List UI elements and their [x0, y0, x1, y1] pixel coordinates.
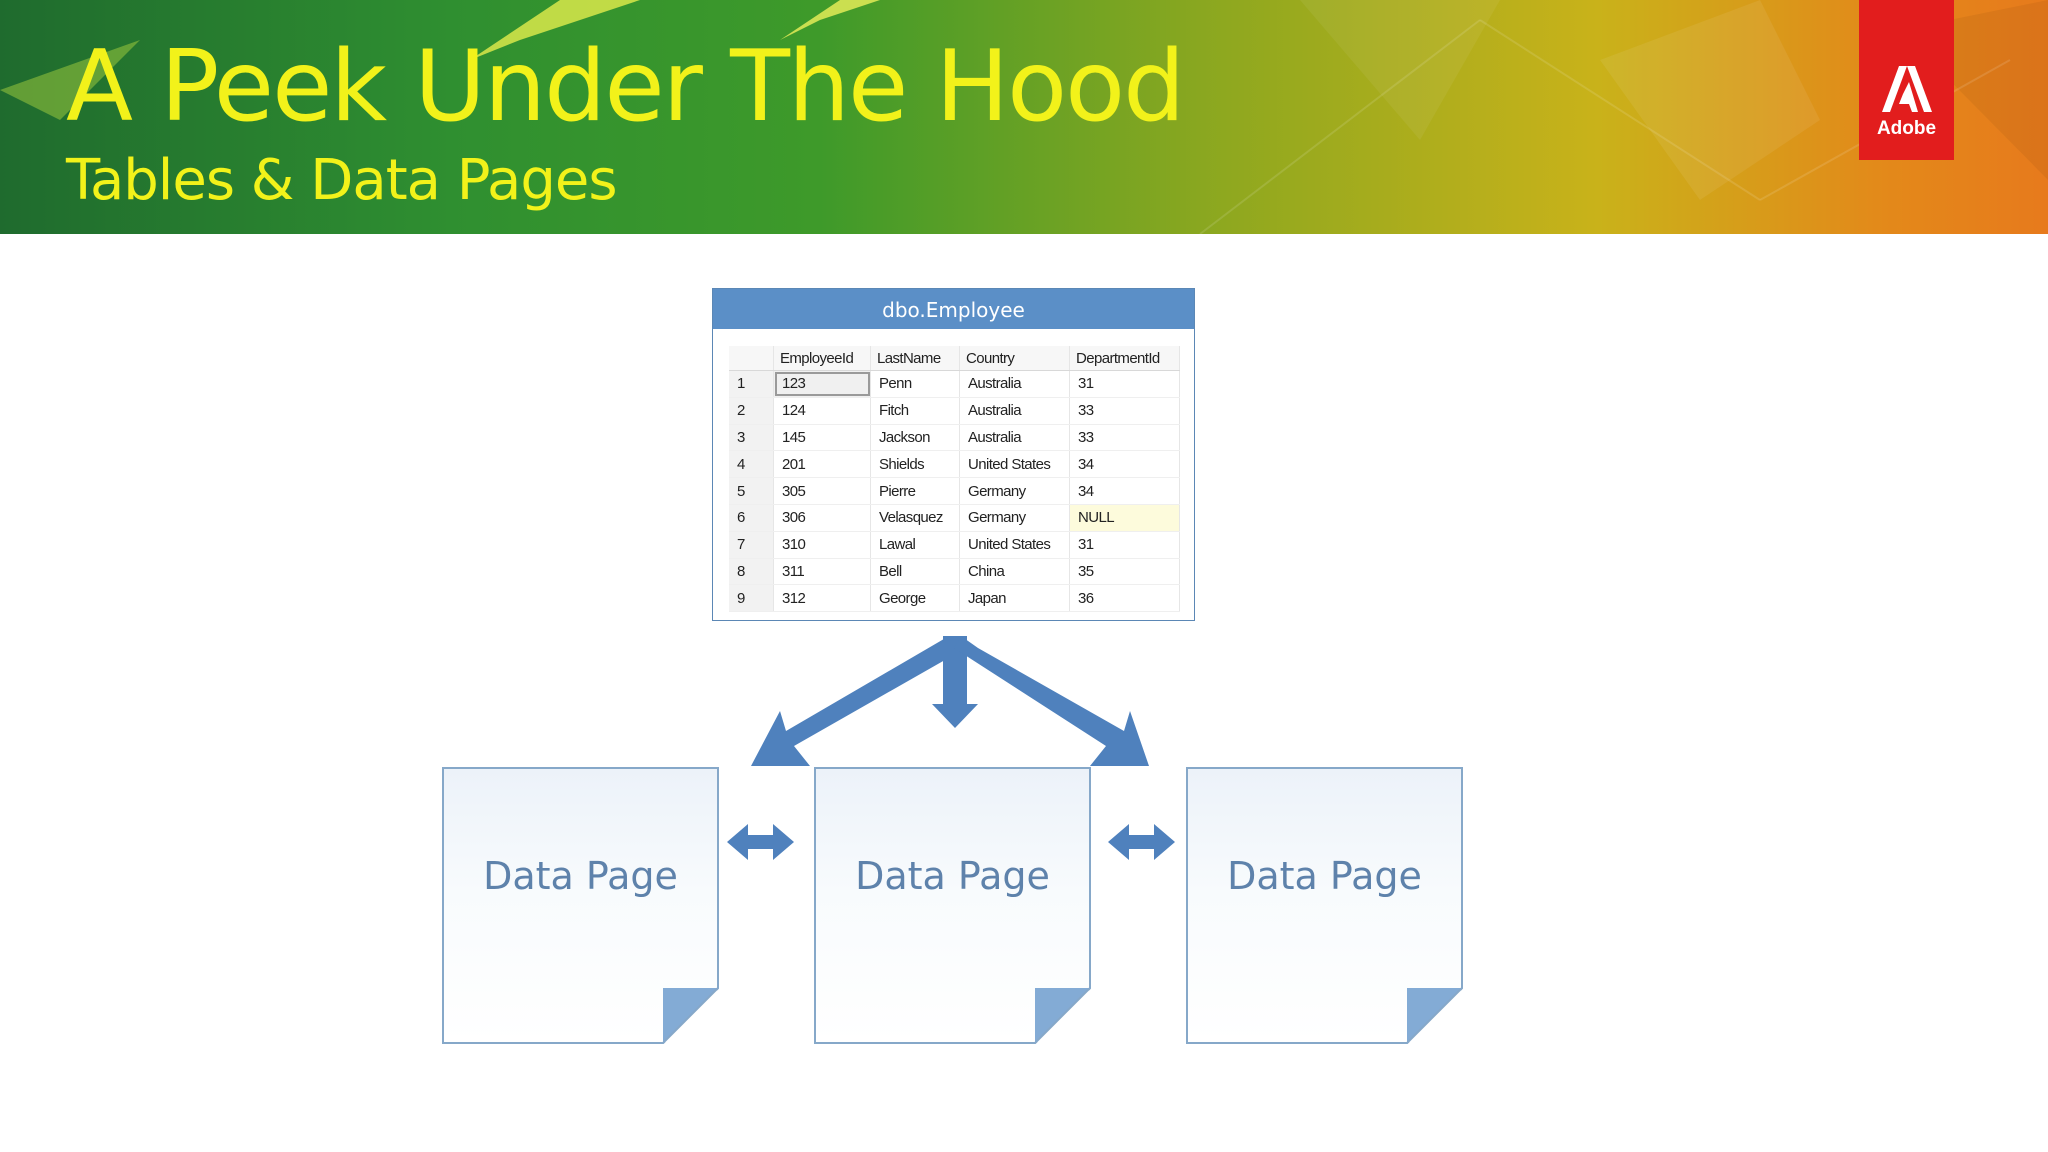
lastname-cell[interactable]: Fitch — [870, 397, 960, 425]
employeeid-cell[interactable]: 311 — [773, 558, 871, 586]
country-cell[interactable]: Japan — [959, 584, 1070, 613]
lastname-cell[interactable]: Lawal — [870, 531, 960, 559]
employeeid-cell[interactable]: 123 — [773, 370, 871, 398]
row-number: 7 — [729, 531, 774, 559]
slide-subtitle: Tables & Data Pages — [66, 148, 618, 213]
table-row: 6 306 Velasquez Germany NULL — [729, 504, 1180, 532]
grid-header-rownum — [729, 346, 774, 371]
grid-header-lastname: LastName — [870, 346, 960, 371]
row-number: 9 — [729, 584, 774, 613]
data-page-2-label: Data Page — [855, 854, 1050, 898]
departmentid-cell[interactable]: 31 — [1069, 531, 1180, 559]
employeeid-cell[interactable]: 201 — [773, 450, 871, 479]
grid-header-departmentid: DepartmentId — [1069, 346, 1180, 371]
arrow-down-center — [932, 636, 978, 728]
departmentid-cell-null[interactable]: NULL — [1069, 504, 1180, 532]
employeeid-cell[interactable]: 306 — [773, 504, 871, 532]
page-curl-1 — [662, 987, 719, 1044]
employeeid-cell[interactable]: 145 — [773, 424, 871, 452]
lastname-cell[interactable]: Velasquez — [870, 504, 960, 532]
row-number: 6 — [729, 504, 774, 532]
table-row: 5 305 Pierre Germany 34 — [729, 477, 1180, 505]
lastname-cell[interactable]: Pierre — [870, 477, 960, 505]
table-row: 9 312 George Japan 36 — [729, 584, 1180, 613]
page-curl-2 — [1034, 987, 1091, 1044]
arrow-bidirectional-right — [1108, 824, 1175, 860]
departmentid-cell[interactable]: 33 — [1069, 397, 1180, 425]
row-number: 4 — [729, 450, 774, 479]
employee-table-window: dbo.Employee EmployeeId LastName Country… — [712, 288, 1195, 621]
departmentid-cell[interactable]: 36 — [1069, 584, 1180, 613]
departmentid-cell[interactable]: 31 — [1069, 370, 1180, 398]
departmentid-cell[interactable]: 34 — [1069, 477, 1180, 505]
grid-header-employeeid: EmployeeId — [773, 346, 871, 371]
departmentid-cell[interactable]: 35 — [1069, 558, 1180, 586]
employeeid-cell[interactable]: 310 — [773, 531, 871, 559]
employee-grid: EmployeeId LastName Country DepartmentId… — [729, 346, 1180, 613]
table-row: 3 145 Jackson Australia 33 — [729, 424, 1180, 452]
slide-title: A Peek Under The Hood — [66, 30, 1185, 144]
table-row: 7 310 Lawal United States 31 — [729, 531, 1180, 559]
country-cell[interactable]: Germany — [959, 477, 1070, 505]
table-row: 8 311 Bell China 35 — [729, 558, 1180, 586]
table-row: 2 124 Fitch Australia 33 — [729, 397, 1180, 425]
grid-header-country: Country — [959, 346, 1070, 371]
adobe-logo: Adobe — [1859, 0, 1954, 160]
country-cell[interactable]: Australia — [959, 370, 1070, 398]
departmentid-cell[interactable]: 33 — [1069, 424, 1180, 452]
data-page-1-label: Data Page — [483, 854, 678, 898]
table-name-header: dbo.Employee — [713, 289, 1194, 329]
adobe-a-icon — [1882, 66, 1932, 112]
country-cell[interactable]: China — [959, 558, 1070, 586]
lastname-cell[interactable]: Shields — [870, 450, 960, 479]
page-curl-3 — [1406, 987, 1463, 1044]
adobe-logo-text: Adobe — [1876, 118, 1937, 139]
banner-background-shapes — [0, 0, 2048, 234]
table-row: 1 123 Penn Australia 31 — [729, 370, 1180, 398]
country-cell[interactable]: Australia — [959, 424, 1070, 452]
table-row: 4 201 Shields United States 34 — [729, 450, 1180, 479]
arrow-down-left — [751, 636, 966, 766]
country-cell[interactable]: United States — [959, 450, 1070, 479]
country-cell[interactable]: Australia — [959, 397, 1070, 425]
row-number: 8 — [729, 558, 774, 586]
data-page-3-label: Data Page — [1227, 854, 1422, 898]
lastname-cell[interactable]: George — [870, 584, 960, 613]
employeeid-cell[interactable]: 124 — [773, 397, 871, 425]
country-cell[interactable]: Germany — [959, 504, 1070, 532]
row-number: 5 — [729, 477, 774, 505]
row-number: 1 — [729, 370, 774, 398]
arrow-down-right — [954, 636, 1149, 766]
arrow-bidirectional-left — [727, 824, 794, 860]
country-cell[interactable]: United States — [959, 531, 1070, 559]
departmentid-cell[interactable]: 34 — [1069, 450, 1180, 479]
row-number: 2 — [729, 397, 774, 425]
lastname-cell[interactable]: Jackson — [870, 424, 960, 452]
lastname-cell[interactable]: Bell — [870, 558, 960, 586]
title-banner: A Peek Under The Hood Tables & Data Page… — [0, 0, 2048, 234]
employeeid-cell[interactable]: 312 — [773, 584, 871, 613]
employeeid-cell[interactable]: 305 — [773, 477, 871, 505]
row-number: 3 — [729, 424, 774, 452]
lastname-cell[interactable]: Penn — [870, 370, 960, 398]
